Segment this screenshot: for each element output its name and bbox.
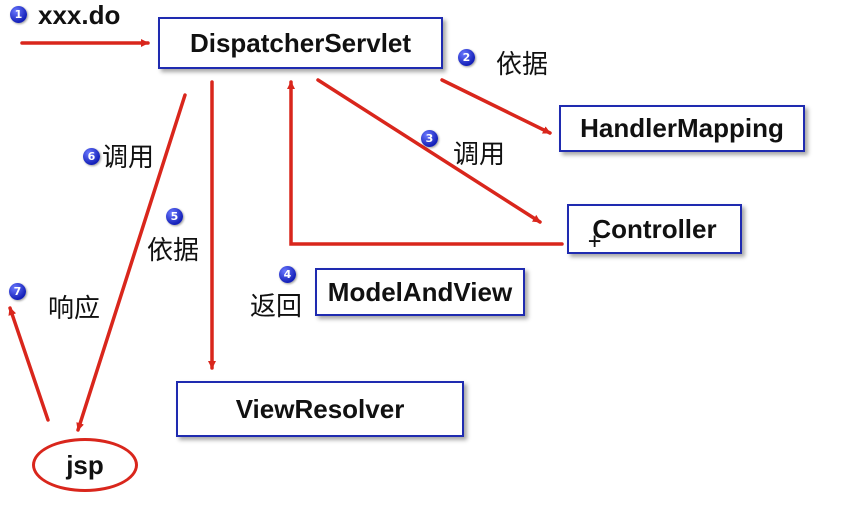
arrow-jsp-response [8, 306, 50, 422]
controller-box: Controller [567, 204, 742, 254]
step-badge-5: 5 [166, 208, 183, 225]
handler-mapping-box: HandlerMapping [559, 105, 805, 152]
dispatcher-servlet-box: DispatcherServlet [158, 17, 443, 69]
view-resolver-box: ViewResolver [176, 381, 464, 437]
edge-label-5: 依据 [147, 236, 200, 266]
arrow-dispatcher-to-controller [316, 78, 542, 224]
model-and-view-box: ModelAndView [315, 268, 525, 316]
edge-label-2: 依据 [496, 50, 549, 80]
request-url: xxx.do [38, 0, 121, 30]
step-badge-3: 3 [421, 130, 438, 147]
edge-label-3: 调用 [453, 140, 506, 170]
step-badge-1: 1 [10, 6, 27, 23]
step-badge-4: 4 [279, 266, 296, 283]
crosshair-cursor-icon: + [588, 229, 602, 254]
step-badge-6: 6 [83, 148, 100, 165]
edge-label-4: 返回 [250, 292, 303, 322]
step-badge-7: 7 [9, 283, 26, 300]
arrow-dispatcher-to-jsp [76, 93, 187, 432]
arrow-controller-return [287, 80, 564, 246]
jsp-ellipse: jsp [32, 438, 138, 492]
arrow-dispatcher-to-handlermapping [440, 78, 552, 135]
edge-label-7: 响应 [48, 294, 101, 324]
edge-label-6: 调用 [102, 143, 155, 173]
step-badge-2: 2 [458, 49, 475, 66]
